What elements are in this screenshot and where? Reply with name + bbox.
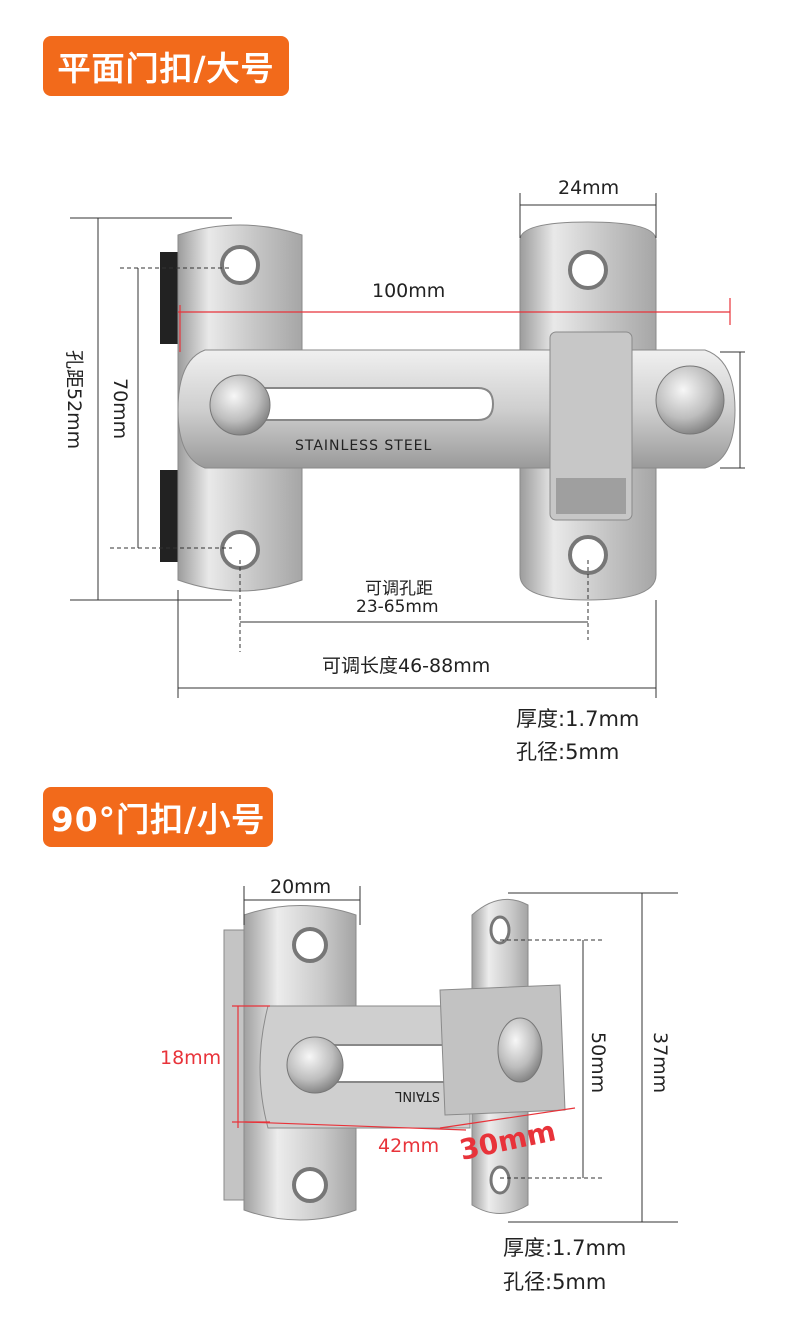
small-keeper-bolt (497, 1017, 543, 1083)
section-title-small: 90°门扣/小号 (43, 787, 273, 847)
left-hinge-strip-top (160, 252, 178, 344)
left-hinge-strip-bottom (160, 470, 178, 562)
large-width-label: 24mm (558, 177, 619, 199)
large-height-label: 70mm (109, 378, 131, 439)
small-right-top-hole (489, 915, 511, 945)
small-thickness: 厚度:1.7mm (503, 1236, 627, 1260)
section-title-large: 平面门扣/大号 (43, 36, 289, 96)
small-knob (286, 1036, 344, 1094)
large-hole-spacing-label: 孔距52mm (63, 350, 85, 449)
small-height-label: 37mm (649, 1032, 671, 1093)
small-left-bottom-hole (292, 1167, 328, 1203)
large-hole-diameter: 孔径:5mm (516, 740, 620, 764)
small-bar-height-label: 18mm (160, 1047, 221, 1069)
right-top-hole (568, 250, 608, 290)
small-hinge-strip (223, 929, 245, 1201)
bar-slot (254, 387, 495, 421)
left-knob (209, 374, 271, 436)
small-left-top-hole (292, 927, 328, 963)
adj-hole-range: 23-65mm (356, 597, 439, 617)
left-top-hole (220, 245, 260, 285)
large-length-label: 100mm (372, 280, 445, 302)
right-bottom-hole (568, 535, 608, 575)
small-latch-diagram: STAINL 20mm 18mm 42mm 30mm 50mm 37mm (160, 876, 678, 1223)
adj-length-label: 可调长度46-88mm (322, 655, 490, 677)
small-hole-diameter: 孔径:5mm (503, 1270, 607, 1294)
small-bar-length-label: 42mm (378, 1135, 439, 1157)
large-latch-diagram: STAINLESS STEEL 24mm 100mm 孔距52mm 70mm 可… (63, 177, 745, 698)
small-right-bottom-hole (489, 1165, 511, 1195)
keeper (549, 331, 633, 521)
small-hole-spacing-label: 50mm (587, 1032, 609, 1093)
right-knob (655, 365, 725, 435)
small-bar-engraving: STAINL (394, 1088, 440, 1103)
bar-engraving: STAINLESS STEEL (295, 438, 432, 454)
large-thickness: 厚度:1.7mm (516, 707, 640, 731)
small-width-label: 20mm (270, 876, 331, 898)
keeper-front (556, 478, 626, 514)
adj-hole-title: 可调孔距 (365, 579, 433, 599)
